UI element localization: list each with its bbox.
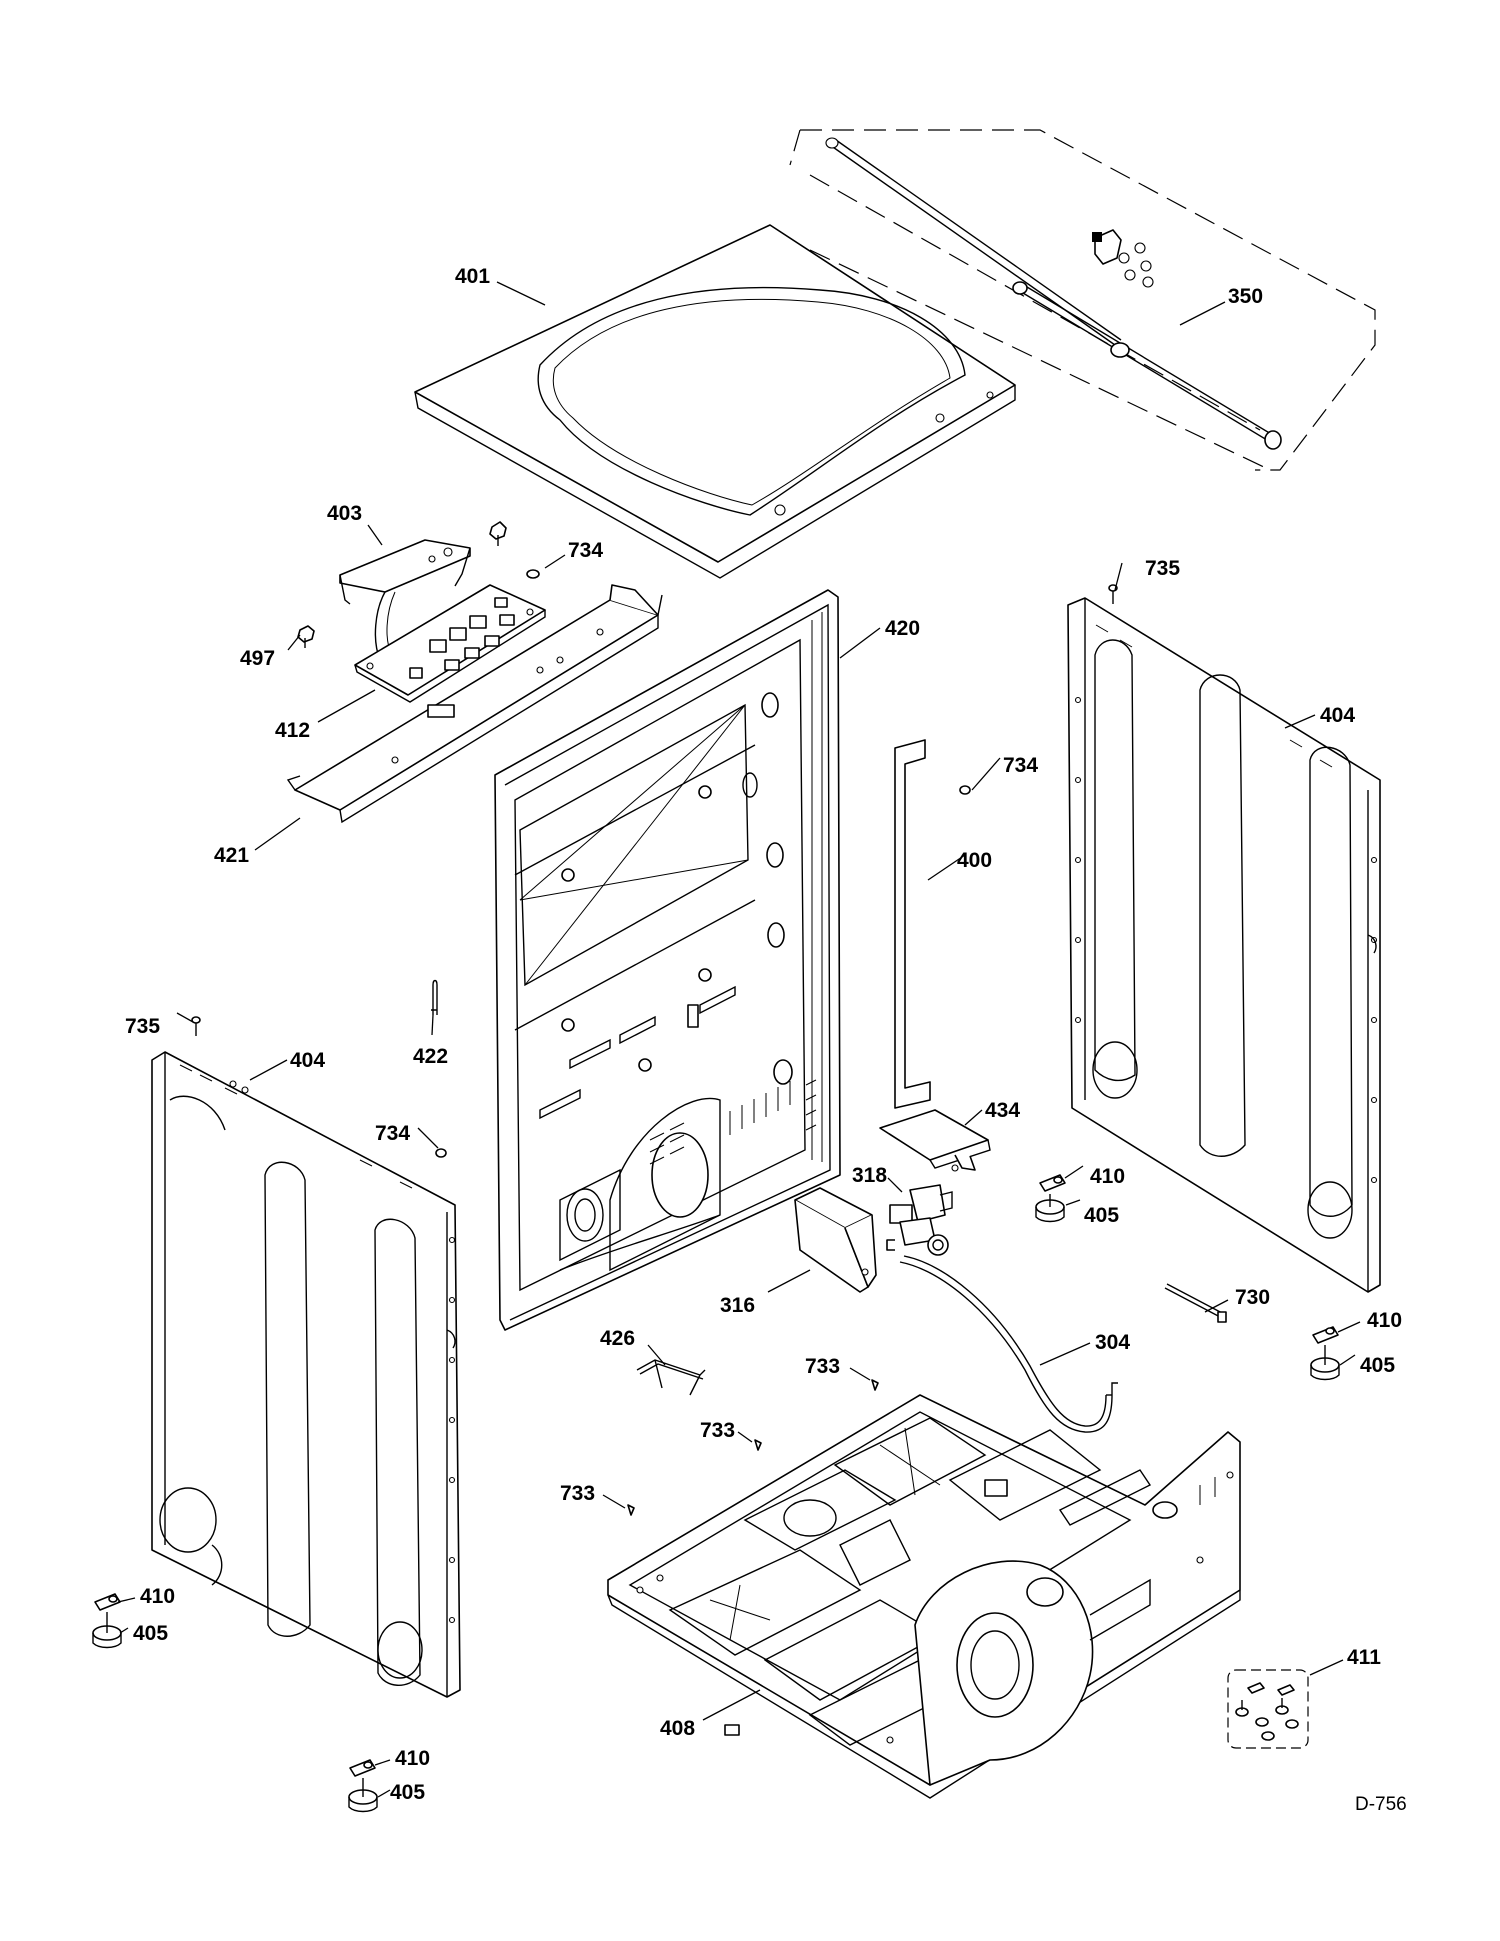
callout-735-right: 735 xyxy=(1145,557,1180,580)
part-403-board-cover xyxy=(339,521,507,661)
part-410-405-foot-a xyxy=(1035,1174,1066,1223)
part-404-side-panel-left xyxy=(151,1051,461,1698)
part-734-nut-lower xyxy=(435,1148,447,1158)
callout-410-d: 410 xyxy=(395,1747,430,1770)
part-401-top-panel xyxy=(414,224,1016,579)
part-420-cabinet-back xyxy=(494,589,841,1331)
callout-318: 318 xyxy=(852,1164,887,1187)
part-734-nut-top xyxy=(526,569,540,579)
callout-410-c: 410 xyxy=(140,1585,175,1608)
callout-734-middle: 734 xyxy=(1003,754,1038,777)
part-304-gas-tube xyxy=(899,1255,1118,1433)
part-733-screws xyxy=(627,1379,879,1516)
part-412-control-board xyxy=(354,584,546,703)
callout-401: 401 xyxy=(455,265,490,288)
callout-405-d: 405 xyxy=(390,1781,425,1804)
part-411-feet-kit xyxy=(1227,1669,1309,1749)
callout-733-c: 733 xyxy=(560,1482,595,1505)
callout-403: 403 xyxy=(327,502,362,525)
part-421-bracket xyxy=(286,584,663,824)
callout-410-b: 410 xyxy=(1367,1309,1402,1332)
callout-400: 400 xyxy=(957,849,992,872)
callout-410-a: 410 xyxy=(1090,1165,1125,1188)
part-426-wire-bracket xyxy=(636,1359,706,1396)
part-734-nut-middle xyxy=(959,785,971,795)
callout-404-right: 404 xyxy=(1320,704,1355,727)
callout-734-lower: 734 xyxy=(375,1122,410,1145)
diagram-code: D-756 xyxy=(1355,1794,1407,1815)
callout-405-a: 405 xyxy=(1084,1204,1119,1227)
part-730-wire-tie xyxy=(1164,1283,1227,1323)
callout-labels: 401 350 403 734 497 412 421 420 735 404 … xyxy=(125,265,1407,1815)
callout-497: 497 xyxy=(240,647,275,670)
callout-350: 350 xyxy=(1228,285,1263,308)
callout-421: 421 xyxy=(214,844,249,867)
callout-734-top: 734 xyxy=(568,539,603,562)
part-410-405-foot-b xyxy=(1310,1326,1340,1381)
callout-405-b: 405 xyxy=(1360,1354,1395,1377)
leader-lines xyxy=(117,281,1361,1798)
part-400-seal-strip xyxy=(894,739,931,1109)
callout-412: 412 xyxy=(275,719,310,742)
part-408-base xyxy=(607,1394,1241,1799)
callout-735-left: 735 xyxy=(125,1015,160,1038)
callout-733-a: 733 xyxy=(805,1355,840,1378)
callout-408: 408 xyxy=(660,1717,695,1740)
callout-420: 420 xyxy=(885,617,920,640)
part-434-bracket xyxy=(879,1109,991,1172)
part-422-clip xyxy=(431,979,438,1015)
callout-405-c: 405 xyxy=(133,1622,168,1645)
part-404-side-panel-right xyxy=(1067,597,1381,1293)
callout-434: 434 xyxy=(985,1099,1020,1122)
part-410-405-foot-d xyxy=(348,1759,378,1813)
part-735-screw-left xyxy=(191,1016,201,1036)
callout-316: 316 xyxy=(720,1294,755,1317)
part-318-gas-valve xyxy=(886,1184,953,1256)
part-350-gas-pipe xyxy=(789,129,1376,471)
part-316-valve-cover xyxy=(794,1187,877,1293)
part-410-405-foot-c xyxy=(92,1593,122,1649)
callout-422: 422 xyxy=(413,1045,448,1068)
callout-426: 426 xyxy=(600,1327,635,1350)
part-497-screw xyxy=(297,625,315,648)
callout-733-b: 733 xyxy=(700,1419,735,1442)
callout-304: 304 xyxy=(1095,1331,1130,1354)
callout-411: 411 xyxy=(1347,1646,1381,1669)
callout-404-left: 404 xyxy=(290,1049,325,1072)
callout-730: 730 xyxy=(1235,1286,1270,1309)
